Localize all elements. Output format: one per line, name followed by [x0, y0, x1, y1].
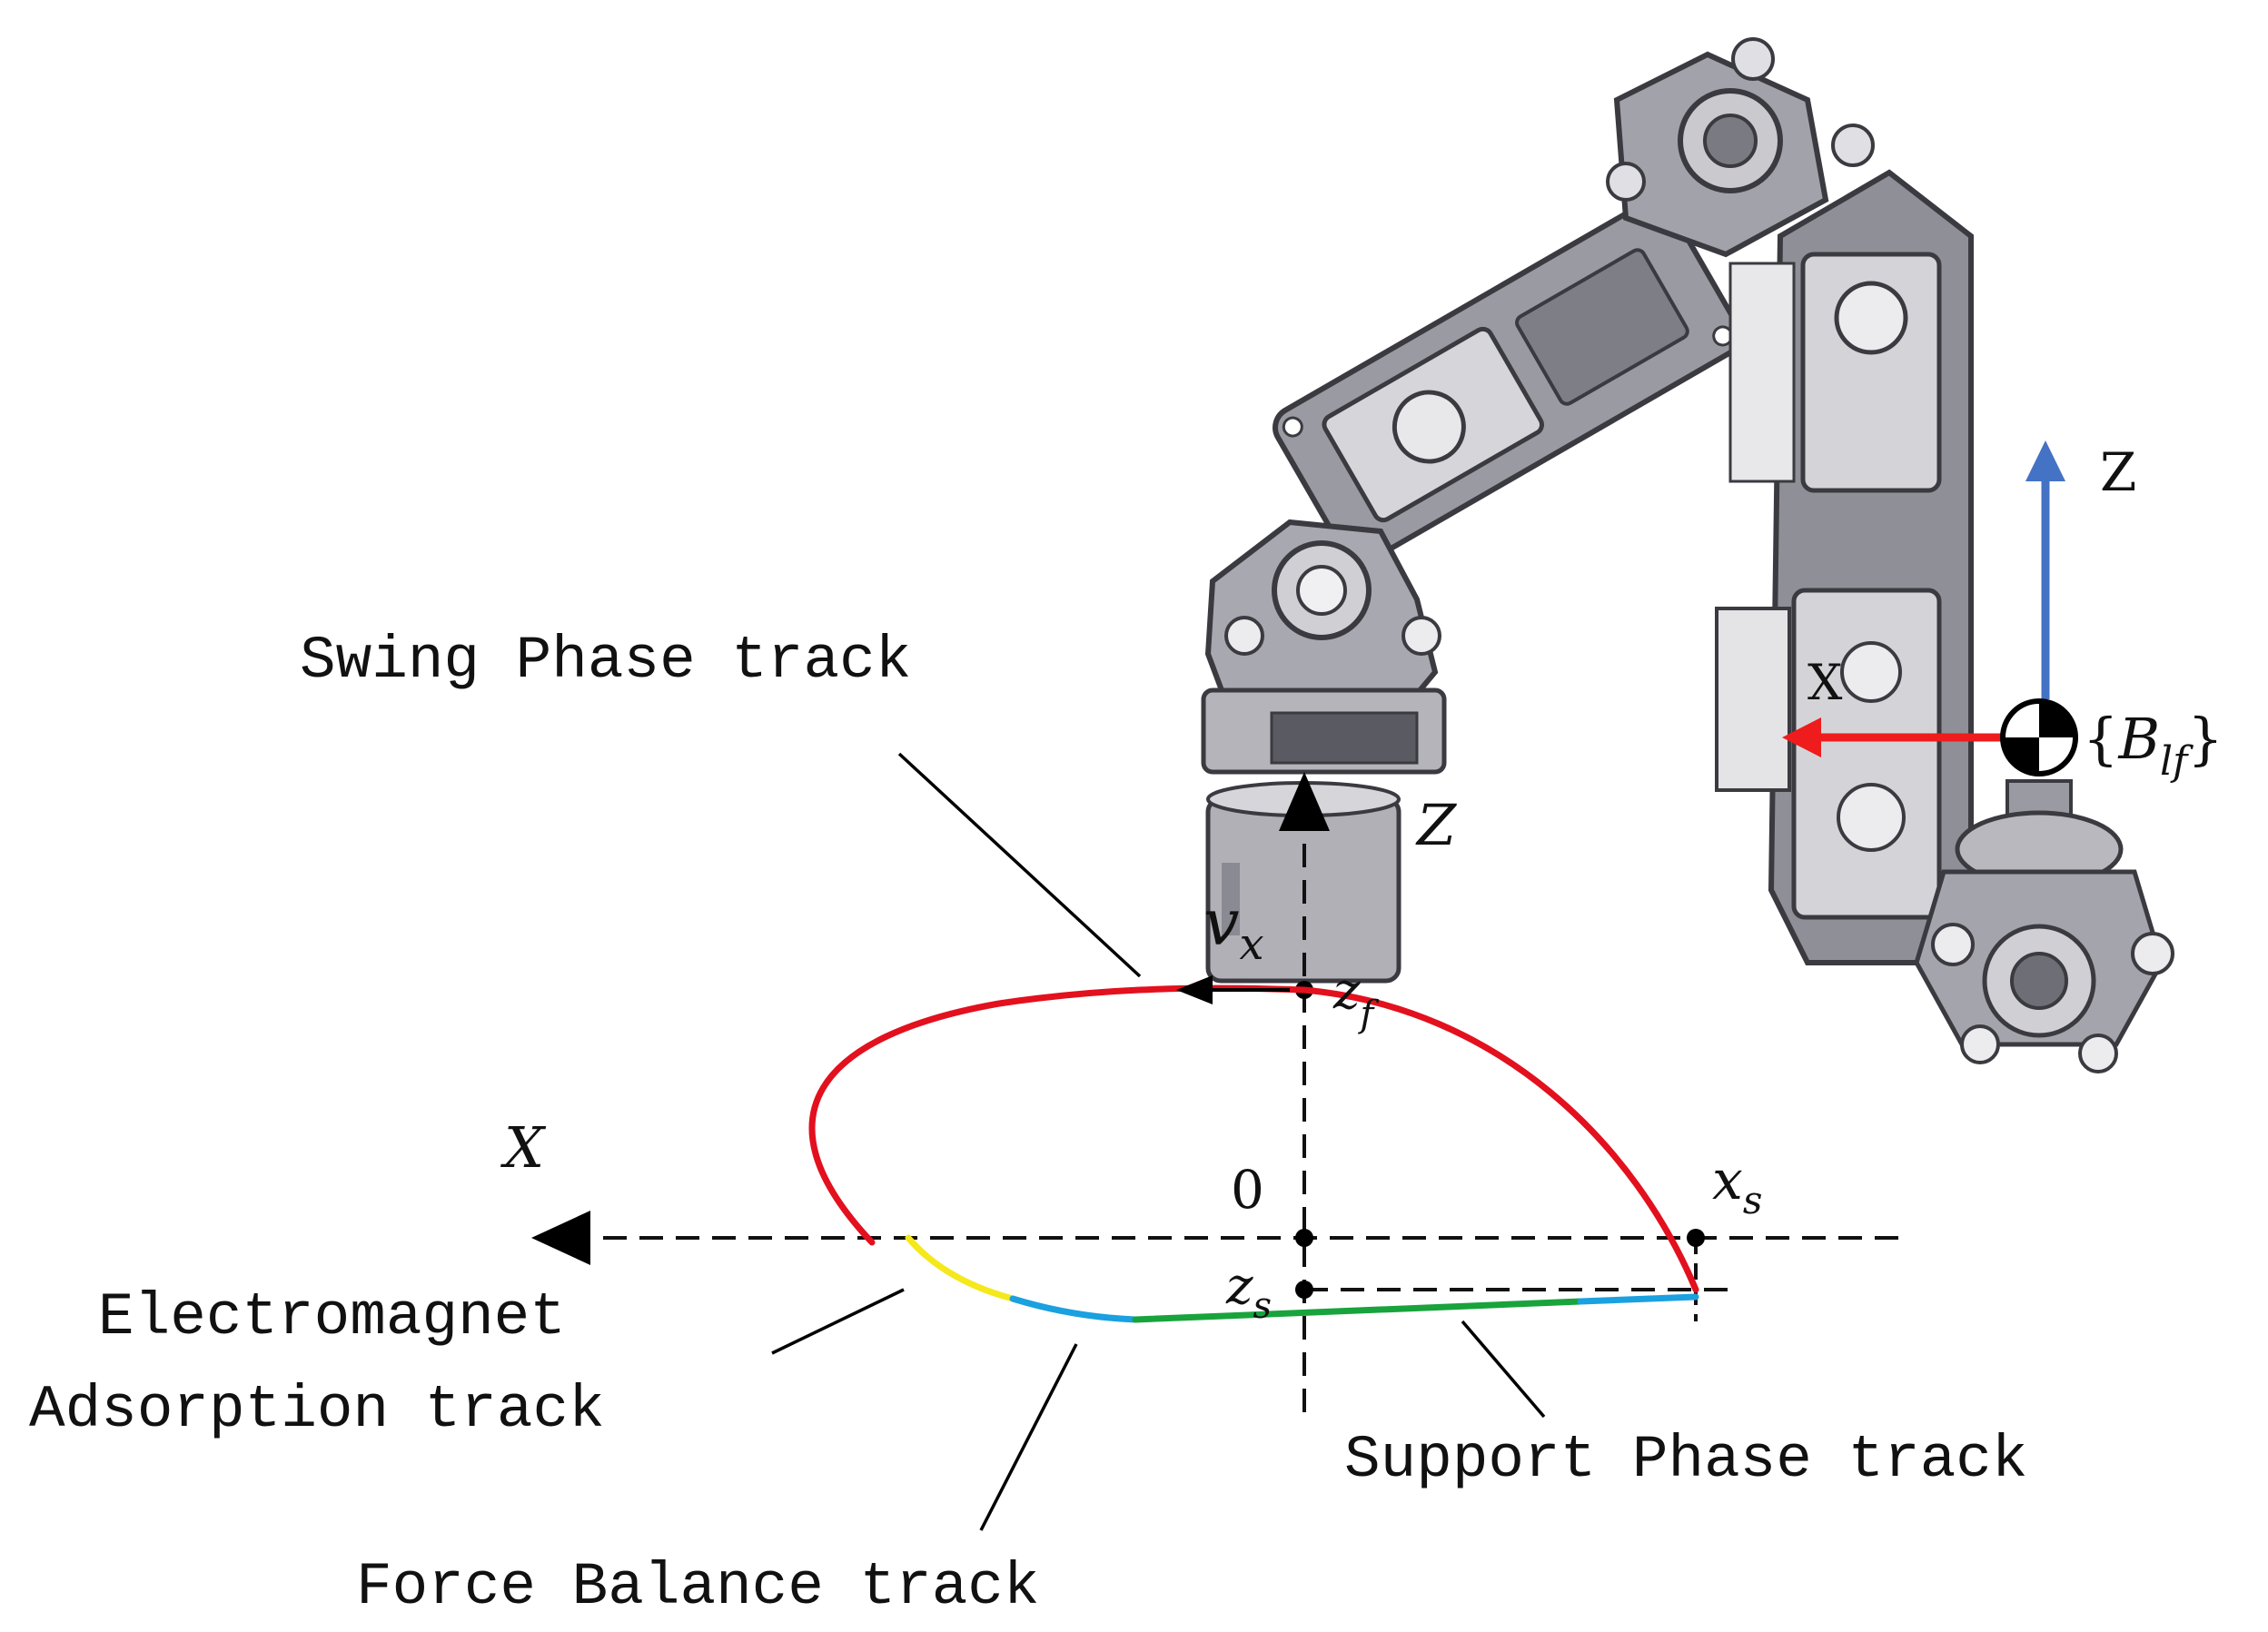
- origin-point: [1295, 1229, 1313, 1247]
- z-axis-label: Z: [1415, 792, 1457, 858]
- swing-phase-curve: [808, 984, 1699, 1293]
- support-leader: [1461, 1320, 1546, 1419]
- frame-z-arrowhead: [2025, 440, 2065, 481]
- adsorption-leader: [771, 1288, 905, 1355]
- adsorption-track-label: Adsorption track: [29, 1376, 605, 1444]
- electromagnet-label: Electromagnet: [98, 1283, 566, 1351]
- zs-label: zs: [1225, 1257, 1272, 1327]
- xs-label: xs: [1712, 1149, 1762, 1222]
- vx-label: vx: [1203, 885, 1264, 970]
- z-axis-arrowhead: [1279, 772, 1330, 831]
- body-frame-open: {: [2083, 706, 2118, 772]
- force-balance-leader: [979, 1343, 1078, 1531]
- body-frame: Z X {Blf}: [1782, 440, 2223, 785]
- xs-base: x: [1712, 1149, 1743, 1212]
- frame-x-arrowhead: [1782, 717, 1821, 757]
- vx-base: v: [1203, 885, 1240, 960]
- zs-sub: s: [1253, 1285, 1273, 1327]
- leader-lines: [771, 752, 1546, 1531]
- swing-leader: [897, 752, 1142, 978]
- zs-point: [1295, 1281, 1313, 1299]
- force-balance-label: Force Balance track: [356, 1553, 1040, 1621]
- vx-arrowhead: [1176, 975, 1213, 1004]
- origin-label: 0: [1231, 1159, 1264, 1221]
- x-axis-label: X: [500, 1114, 547, 1181]
- adsorption-curve: [905, 1234, 1016, 1302]
- force-balance-curve: [1009, 1295, 1139, 1323]
- body-frame-label: {Blf}: [2083, 706, 2223, 785]
- frame-x-label: X: [1807, 654, 1843, 711]
- support-phase-curve: [1132, 1298, 1584, 1323]
- vx-sub: x: [1240, 919, 1264, 970]
- axes: [590, 826, 1898, 1412]
- body-frame-close: }: [2187, 706, 2223, 772]
- support-phase-label: Support Phase track: [1344, 1426, 2028, 1494]
- zs-base: z: [1225, 1257, 1253, 1316]
- swing-phase-label: Swing Phase track: [300, 627, 911, 695]
- robot-leg-model: [1201, 37, 2174, 1073]
- support-end-curve: [1577, 1293, 1699, 1305]
- body-frame-marker-icon: [2000, 698, 2078, 776]
- x-axis-arrowhead: [531, 1211, 590, 1265]
- frame-z-label: Z: [2100, 441, 2136, 503]
- xs-point: [1687, 1229, 1705, 1247]
- body-frame-base: B: [2117, 706, 2160, 772]
- xs-sub: s: [1743, 1178, 1763, 1222]
- zf-base: z: [1332, 962, 1361, 1021]
